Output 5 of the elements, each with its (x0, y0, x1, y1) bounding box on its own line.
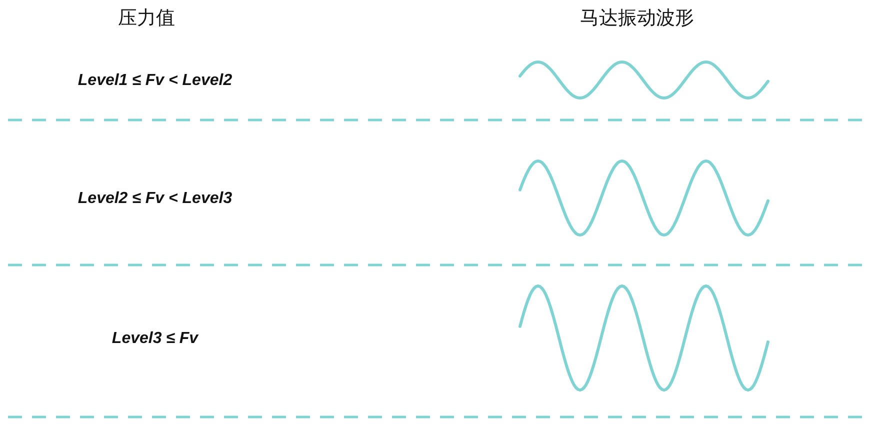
pressure-range-label: Level2 ≤ Fv < Level3 (78, 189, 232, 209)
pressure-range-label: Level3 ≤ Fv (112, 329, 198, 349)
column-header: 马达振动波形 (580, 6, 694, 31)
pressure-range-label: Level1 ≤ Fv < Level2 (78, 71, 232, 91)
column-header: 压力值 (118, 6, 175, 31)
